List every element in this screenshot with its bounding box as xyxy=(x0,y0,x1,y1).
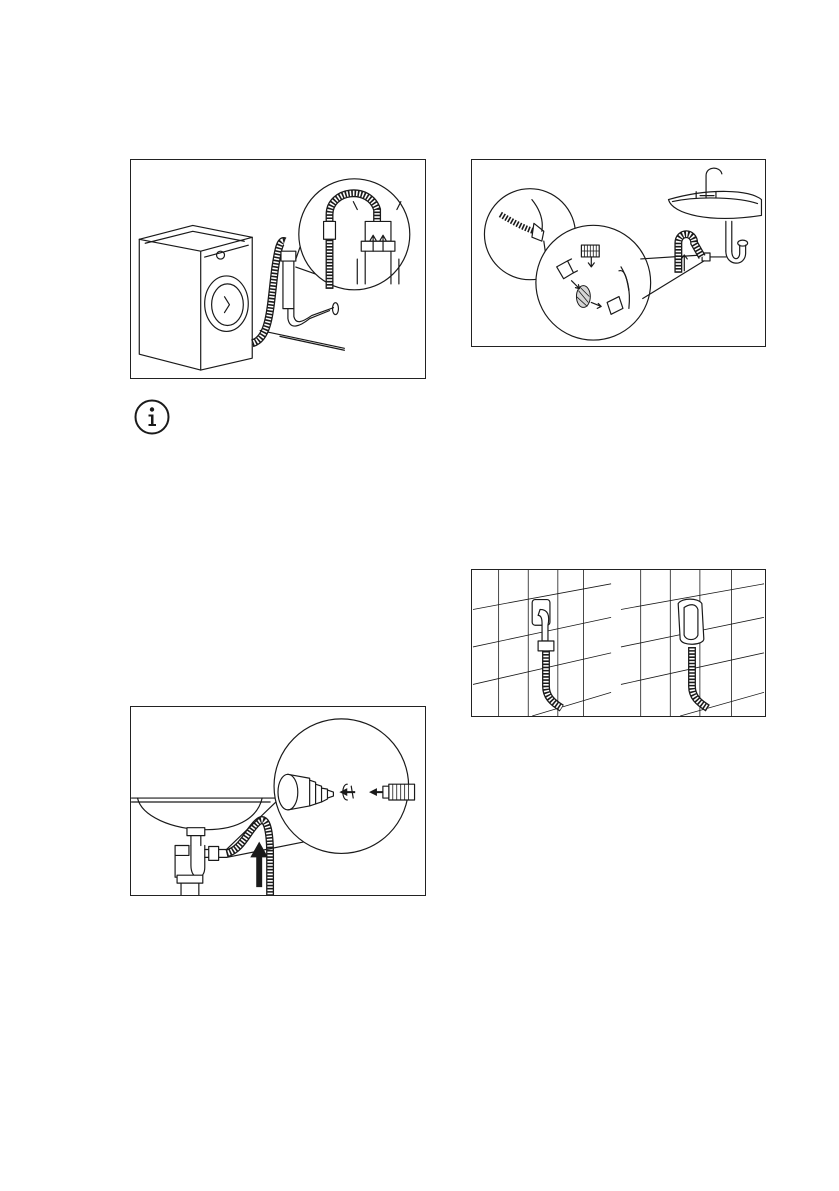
machine-drain-hose-figure xyxy=(130,159,426,379)
information-icon xyxy=(133,398,171,436)
sink-filter-figure xyxy=(471,159,766,347)
sink-connector-figure xyxy=(130,706,426,896)
sink-trap-filter-icon xyxy=(472,160,765,346)
sink-hose-connector-icon xyxy=(131,707,425,895)
wall-outlet-figure xyxy=(471,569,766,717)
wall-drain-connection-icon xyxy=(472,570,765,716)
washing-machine-icon xyxy=(131,160,425,378)
